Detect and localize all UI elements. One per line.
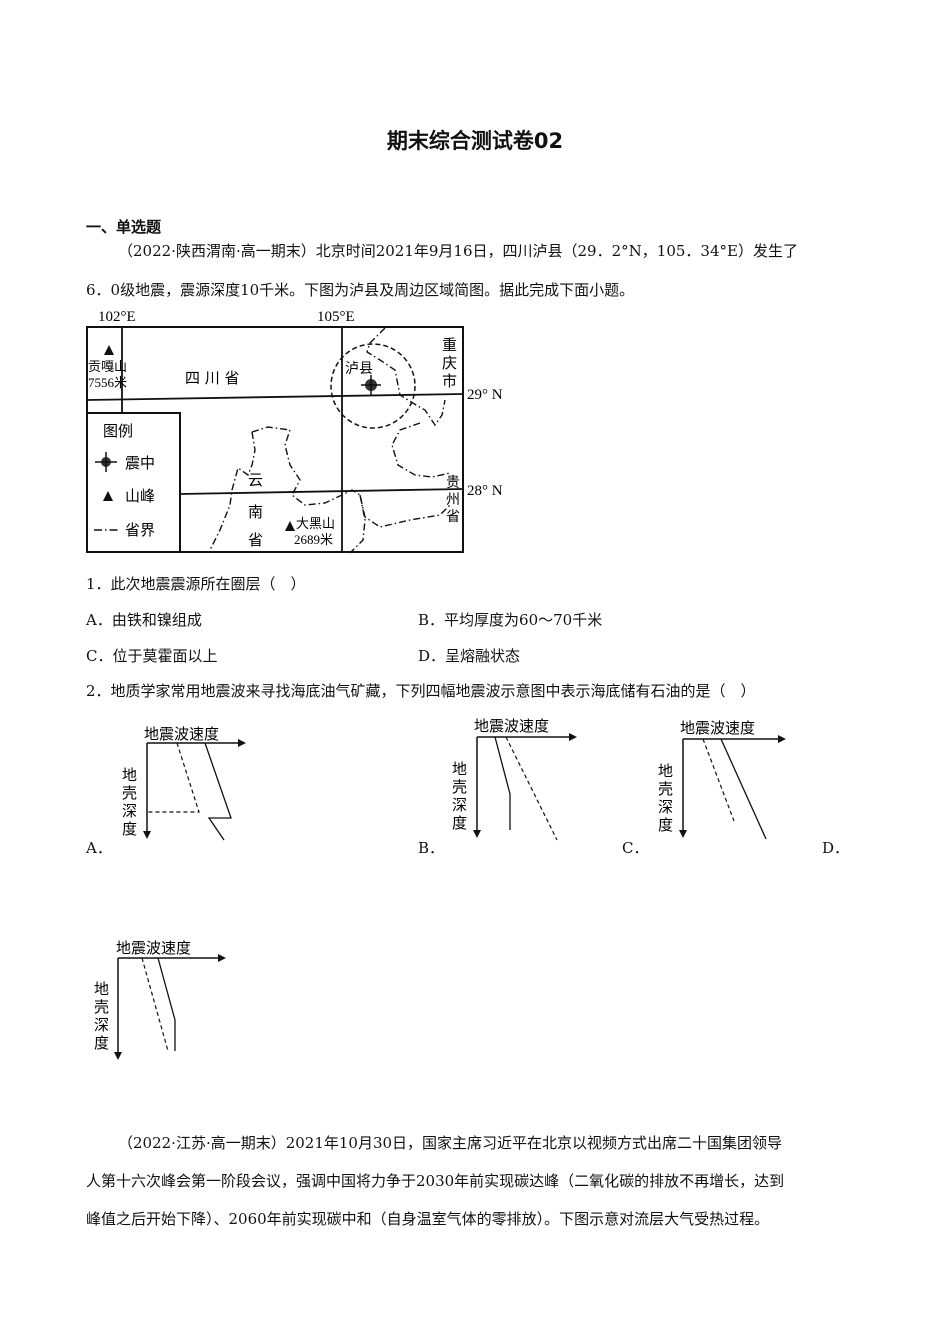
peak-triangle-icon	[103, 491, 113, 501]
svg-text:地: 地	[452, 760, 467, 778]
peak-daheishan-name: 大黑山	[296, 517, 335, 532]
peak-gongga-elevation: 7556米	[88, 375, 127, 390]
svg-text:壳: 壳	[94, 998, 109, 1016]
svg-text:度: 度	[94, 1034, 109, 1052]
q2-option-a-label[interactable]: A．	[86, 839, 112, 857]
q2-option-b-label[interactable]: B．	[418, 839, 445, 857]
lat-label-28: 28° N	[467, 483, 503, 499]
q1-option-a[interactable]: A．由铁和镍组成	[86, 611, 202, 629]
q1-option-d[interactable]: D．呈熔融状态	[418, 647, 521, 665]
svg-text:度: 度	[122, 820, 137, 838]
svg-text:壳: 壳	[452, 778, 467, 796]
legend-peak-label: 山峰	[125, 487, 155, 505]
svg-text:深: 深	[94, 1016, 109, 1034]
region-guizhou-3: 省	[446, 509, 460, 525]
q1-option-b[interactable]: B．平均厚度为60～70千米	[418, 611, 603, 629]
axis-x-label: 地震波速度	[144, 725, 219, 743]
epicenter-icon	[95, 452, 117, 472]
svg-text:度: 度	[658, 816, 673, 834]
passage2-line1: （2022·江苏·高一期末）2021年10月30日，国家主席习近平在北京以视频方…	[118, 1134, 783, 1152]
region-yunnan-1: 云	[248, 471, 263, 489]
q2-option-d-label[interactable]: D．	[822, 839, 850, 857]
axis-x-label: 地震波速度	[474, 717, 549, 735]
svg-text:度: 度	[452, 814, 467, 832]
luxian-region-map: 102°E 105°E 29° N 28° N 贡嘎山 7556米 四 川 省 …	[86, 309, 503, 554]
region-chongqing-2: 庆	[442, 354, 457, 372]
passage2-line3: 峰值之后开始下降）、2060年前实现碳中和（自身温室气体的零排放）。下图示意对流…	[86, 1210, 770, 1228]
region-yunnan-3: 省	[248, 531, 263, 549]
passage1-line1: （2022·陕西渭南·高一期末）北京时间2021年9月16日，四川泸县（29．2…	[118, 242, 798, 260]
region-chongqing-3: 市	[442, 372, 457, 390]
svg-text:地: 地	[658, 762, 673, 780]
q2-option-c-label[interactable]: C．	[622, 839, 649, 857]
question2-stem: 2．地质学家常用地震波来寻找海底油气矿藏，下列四幅地震波示意图中表示海底储有石油…	[86, 682, 756, 700]
region-guizhou-1: 贵	[446, 475, 460, 491]
seismic-diagram-c[interactable]: 地震波速度 地 壳 深 度	[650, 714, 800, 844]
region-yunnan-2: 南	[248, 503, 263, 521]
section-heading: 一、单选题	[86, 218, 162, 236]
region-chongqing-1: 重	[442, 336, 457, 354]
svg-text:深: 深	[658, 798, 673, 816]
seismic-diagram-d[interactable]: 地震波速度 地 壳 深 度	[90, 934, 240, 1064]
svg-text:深: 深	[122, 802, 137, 820]
q1-option-c[interactable]: C．位于莫霍面以上	[86, 647, 218, 665]
map-legend: 图例 震中 山峰 省界	[86, 412, 181, 553]
seismic-diagram-a[interactable]: 地震波速度 地 壳 深 度	[118, 718, 258, 848]
lon-label-105: 105°E	[317, 309, 355, 325]
region-luxian: 泸县	[345, 361, 373, 377]
passage2-line2: 人第十六次峰会第一阶段会议，强调中国将力争于2030年前实现碳达峰（二氧化碳的排…	[86, 1172, 785, 1190]
lon-label-102: 102°E	[98, 309, 136, 325]
region-guizhou-2: 州	[446, 492, 460, 508]
province-boundaries	[209, 327, 451, 554]
epicenter-icon	[361, 375, 381, 395]
svg-text:壳: 壳	[658, 780, 673, 798]
svg-text:壳: 壳	[122, 784, 137, 802]
page-title: 期末综合测试卷02	[386, 129, 564, 153]
svg-text:地: 地	[122, 766, 137, 784]
legend-epicenter-label: 震中	[125, 454, 155, 472]
region-sichuan: 四 川 省	[185, 369, 240, 387]
axis-x-label: 地震波速度	[680, 719, 755, 737]
peak-gongga-name: 贡嘎山	[88, 360, 127, 375]
svg-text:地: 地	[94, 980, 109, 998]
axis-x-label: 地震波速度	[116, 939, 191, 957]
question1-stem: 1．此次地震震源所在圈层（ ）	[86, 575, 306, 593]
svg-text:深: 深	[452, 796, 467, 814]
legend-boundary-label: 省界	[125, 521, 155, 539]
passage1-line2: 6．0级地震，震源深度10千米。下图为泸县及周边区域简图。据此完成下面小题。	[86, 281, 635, 299]
legend-title: 图例	[103, 422, 133, 440]
peak-triangle-icon	[104, 345, 114, 355]
lat-label-29: 29° N	[467, 387, 503, 403]
peak-daheishan-elevation: 2689米	[294, 532, 333, 547]
peak-triangle-icon	[285, 521, 295, 531]
seismic-diagram-b[interactable]: 地震波速度 地 壳 深 度	[444, 712, 584, 842]
